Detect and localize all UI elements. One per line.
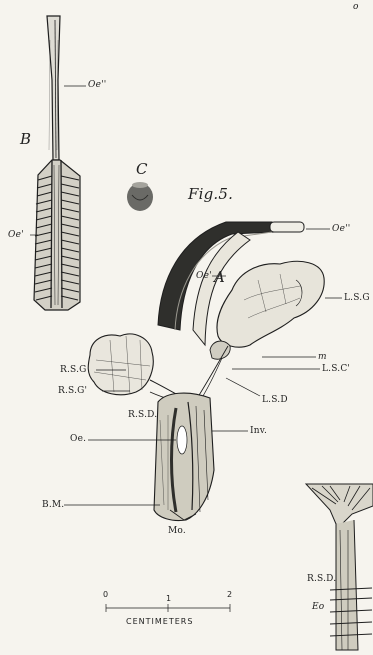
label-leaders — [30, 86, 342, 612]
scale-unit-label: CENTIMETERS — [126, 617, 193, 626]
panel-label-c: C — [136, 160, 148, 178]
label-lsc: L.S.C' — [322, 364, 350, 374]
figure-a-dissection — [88, 222, 324, 521]
corner-mark: o — [353, 2, 359, 12]
label-a-oe-top: Oe'' — [332, 224, 350, 234]
label-inv: Inv. — [250, 426, 267, 436]
label-oe: Oe. — [70, 434, 86, 444]
label-lsd: L.S.D — [262, 395, 288, 405]
figure-b-oesophagus — [34, 16, 80, 310]
label-bm: B.M. — [42, 500, 64, 510]
label-b-oe-left: Oe' — [8, 230, 24, 240]
scale-tick-1: 1 — [166, 594, 172, 603]
label-mark-m: m — [318, 352, 327, 362]
scale-tick-2: 2 — [227, 590, 233, 599]
label-lsg: L.S.G — [344, 293, 370, 303]
scale-tick-0: 0 — [103, 590, 109, 599]
figure-c-body — [127, 182, 153, 211]
label-rsg: R.S.G — [60, 365, 87, 375]
figure-fragment-lower-right — [306, 484, 373, 650]
panel-label-b: B — [20, 130, 31, 148]
label-rsg-prime: R.S.G' — [58, 386, 87, 396]
label-b-oe-top: Oe'' — [88, 80, 106, 90]
panel-label-a: A — [214, 268, 225, 286]
label-rsd-right: R.S.D. — [307, 574, 336, 584]
label-mo: Mo. — [168, 526, 186, 536]
label-a-oe-mid: Oe' — [196, 271, 212, 281]
label-rsd: R.S.D. — [128, 410, 157, 420]
figure-caption: Fig.5. — [188, 185, 233, 203]
label-eo-right: Eo — [312, 602, 324, 612]
